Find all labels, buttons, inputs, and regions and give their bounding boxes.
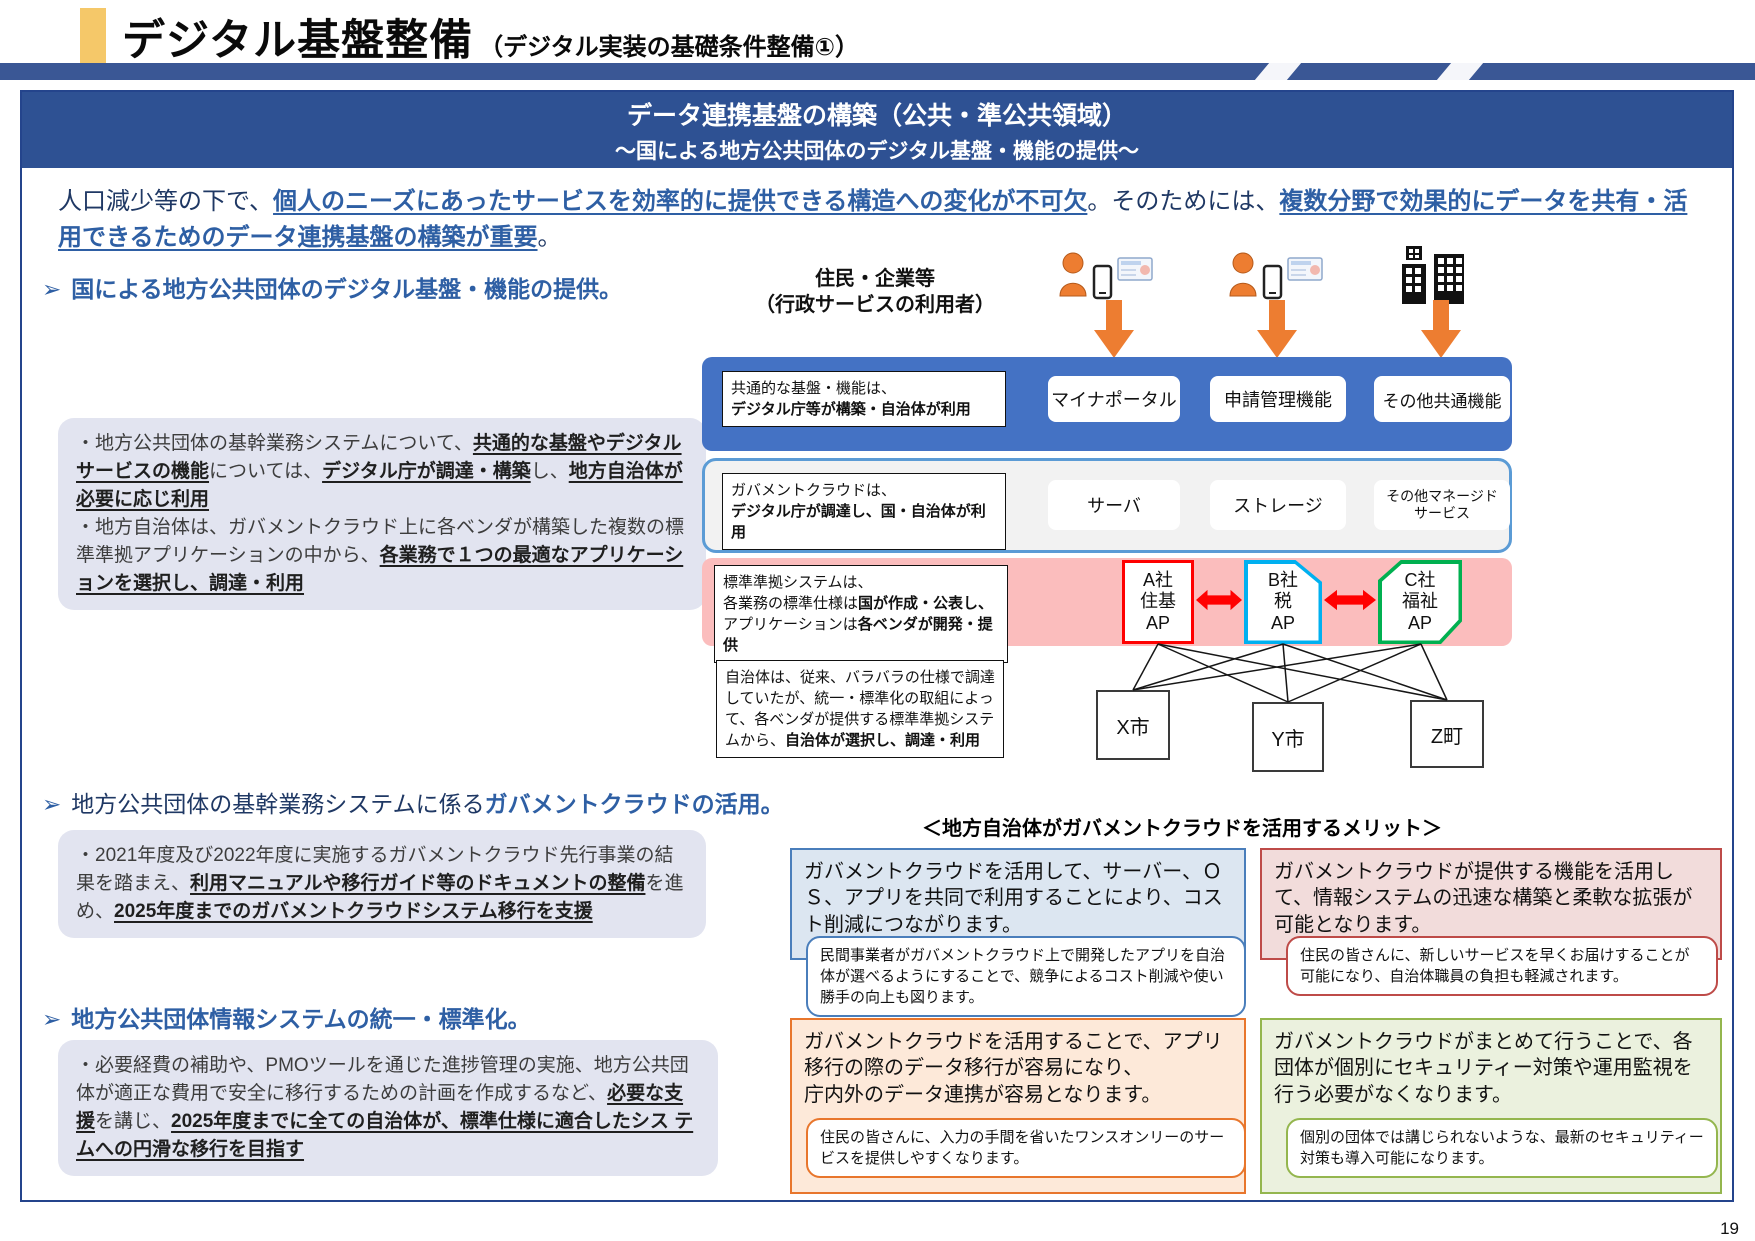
merits-heading: ＜地方自治体がガバメントクラウドを活用するメリット＞ xyxy=(922,818,1442,840)
ap-node-text: A社 住基 AP xyxy=(1125,563,1191,641)
arrow-bullet-icon: ➢ xyxy=(42,791,62,817)
down-arrow-icon xyxy=(1257,300,1297,358)
band-standard-systems-label: 標準準拠システムは、各業務の標準仕様は国が作成・公表し、アプリケーションは各ベン… xyxy=(714,565,1008,663)
municipality-y: Y市 xyxy=(1252,702,1324,772)
ap-node-text: B社 税 AP xyxy=(1244,560,1322,644)
merit-sub-text: 住民の皆さんに、入力の手間を省いたワンスオンリーのサービスを提供しやすくなります… xyxy=(806,1118,1246,1178)
ap-node-vendor-c: C社 福祉 AP xyxy=(1378,560,1462,644)
page-title-text: デジタル基盤整備 xyxy=(122,17,474,65)
ap-domain: 税 xyxy=(1274,591,1292,612)
arrow-bullet-icon: ➢ xyxy=(42,276,62,302)
procurement-note-box: 自治体は、従来、バラバラの仕様で調達していたが、統一・標準化の取組によって、各ベ… xyxy=(716,660,1004,758)
users-label-line2: （行政サービスの利用者） xyxy=(755,294,995,316)
bidirectional-arrow-icon xyxy=(1324,589,1376,611)
note-box-standardization: ・必要経費の補助や、PMOツールを通じた進捗管理の実施、地方公共団体が適正な費用… xyxy=(58,1040,718,1176)
page-number: 19 xyxy=(1720,1219,1739,1238)
band-government-cloud-label: ガバメントクラウドは、デジタル庁が調達し、国・自治体が利用 xyxy=(722,473,1006,550)
ap-company: C社 xyxy=(1404,569,1436,590)
content-frame xyxy=(20,90,1734,1202)
note-box-gov-cloud: ・2021年度及び2022年度に実施するガバメントクラウド先行事業の結果を踏まえ… xyxy=(58,830,706,938)
accent-bar xyxy=(80,8,106,64)
merit-main-text: ガバメントクラウドを活用して、サーバー、ＯＳ、アプリを共同で利用することにより、… xyxy=(804,861,1223,936)
bullet-text: 地方公共団体情報システムの統一・標準化。 xyxy=(71,1006,531,1032)
ap-suffix: AP xyxy=(1270,612,1295,633)
ap-suffix: AP xyxy=(1407,612,1432,633)
bullet-national-provision: ➢ 国による地方公共団体のデジタル基盤・機能の提供。 xyxy=(42,270,622,304)
merit-main-text: ガバメントクラウドがまとめて行うことで、各団体が個別にセキュリティー対策や運用監… xyxy=(1274,1031,1693,1106)
down-arrow-icon xyxy=(1421,300,1461,358)
note-box-core-systems: ・地方公共団体の基幹業務システムについて、共通的な基盤やデジタルサービスの機能に… xyxy=(58,418,706,610)
bullet-gov-cloud: ➢ 地方公共団体の基幹業務システムに係るガバメントクラウドの活用。 xyxy=(42,785,784,819)
ap-company: B社 xyxy=(1267,569,1298,590)
pill-other-common-functions: その他共通機能 xyxy=(1374,376,1510,422)
ap-suffix: AP xyxy=(1145,612,1170,633)
users-label: 住民・企業等 （行政サービスの利用者） xyxy=(730,266,1020,318)
person-with-smartphone-icon xyxy=(1229,252,1323,300)
band-common-functions-label: 共通的な基盤・機能は、デジタル庁等が構築・自治体が利用 xyxy=(722,371,1006,427)
person-with-smartphone-icon xyxy=(1059,252,1153,300)
ap-node-vendor-b: B社 税 AP xyxy=(1244,560,1322,644)
bullet-text: 国による地方公共団体のデジタル基盤・機能の提供。 xyxy=(71,276,623,302)
section-banner: データ連携基盤の構築（公共・準公共領域） ～国による地方公共団体のデジタル基盤・… xyxy=(22,92,1732,168)
pill-other-managed-services: その他マネージド サービス xyxy=(1374,480,1510,530)
users-label-line1: 住民・企業等 xyxy=(815,268,935,290)
ap-node-c-shape-fill xyxy=(1381,563,1459,641)
municipality-x: X市 xyxy=(1096,690,1170,760)
page-subtitle-text: （デジタル実装の基礎条件整備①） xyxy=(479,34,859,61)
merit-main-text: ガバメントクラウドを活用することで、アプリ移行の際のデータ移行が容易になり、 庁… xyxy=(804,1031,1223,1106)
bidirectional-arrow-icon xyxy=(1196,589,1242,611)
merit-sub-text: 個別の団体では講じられないような、最新のセキュリティー対策も導入可能になります。 xyxy=(1286,1118,1718,1178)
ap-company: A社 xyxy=(1142,569,1173,590)
pill-application-management: 申請管理機能 xyxy=(1210,376,1346,422)
bullet-text: 地方公共団体の基幹業務システムに係るガバメントクラウドの活用。 xyxy=(71,791,784,817)
merit-sub-text: 民間事業者がガバメントクラウド上で開発したアプリを自治体が選べるようにすることで… xyxy=(806,936,1246,1017)
pill-mynaportal: マイナポータル xyxy=(1048,376,1180,422)
merit-main-text: ガバメントクラウドが提供する機能を活用して、情報システムの迅速な構築と柔軟な拡張… xyxy=(1274,861,1693,936)
arrow-bullet-icon: ➢ xyxy=(42,1006,62,1032)
banner-subtitle: ～国による地方公共団体のデジタル基盤・機能の提供～ xyxy=(615,139,1139,163)
ap-node-b-shape-fill xyxy=(1247,563,1319,641)
municipality-z: Z町 xyxy=(1410,700,1484,768)
buildings-icon xyxy=(1402,246,1464,304)
ap-node-vendor-a: A社 住基 AP xyxy=(1122,560,1194,644)
ap-domain: 福祉 xyxy=(1402,591,1438,612)
ap-domain: 住基 xyxy=(1140,591,1176,612)
header-divider-band xyxy=(0,63,1755,80)
merit-sub-text: 住民の皆さんに、新しいサービスを早くお届けすることが可能になり、自治体職員の負担… xyxy=(1286,936,1718,996)
pill-server: サーバ xyxy=(1048,480,1180,530)
pill-storage: ストレージ xyxy=(1210,480,1346,530)
page-title: デジタル基盤整備（デジタル実装の基礎条件整備①） xyxy=(122,6,859,68)
intro-paragraph: 人口減少等の下で、個人のニーズにあったサービスを効率的に提供できる構造への変化が… xyxy=(58,188,1688,251)
vendor-municipality-connection-lines xyxy=(1132,643,1448,703)
bullet-standardization: ➢ 地方公共団体情報システムの統一・標準化。 xyxy=(42,1000,531,1034)
banner-title: データ連携基盤の構築（公共・準公共領域） xyxy=(626,101,1127,130)
ap-node-text: C社 福祉 AP xyxy=(1378,560,1462,644)
down-arrow-icon xyxy=(1094,300,1134,358)
